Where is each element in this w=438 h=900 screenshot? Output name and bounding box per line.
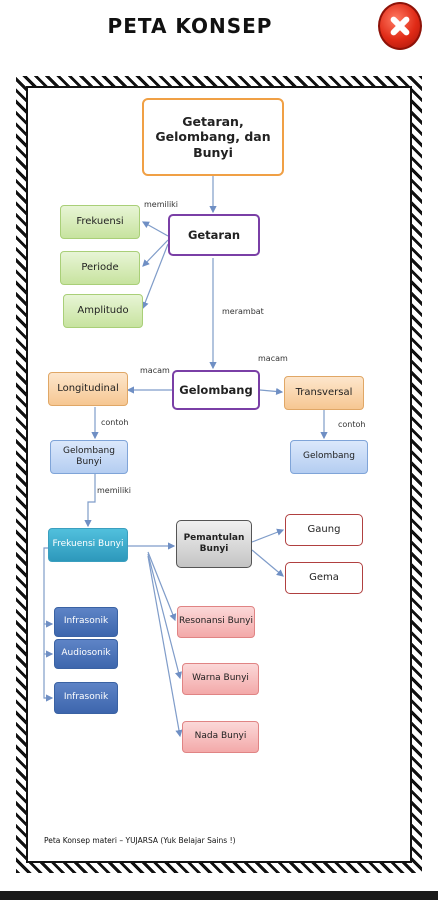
page-title: PETA KONSEP — [107, 14, 273, 38]
edge-getaran-amplitudo — [141, 243, 169, 310]
label-memiliki: memiliki — [144, 200, 179, 209]
edge-gelombangbunyi-frekuensi — [84, 474, 96, 528]
node-amplitudo: Amplitudo — [63, 294, 143, 328]
bottom-bar — [0, 891, 438, 900]
node-ultrasonik: Infrasonik — [54, 682, 118, 714]
node-gelombang-bunyi: Gelombang Bunyi — [50, 440, 128, 474]
node-audiosonik: Audiosonik — [54, 639, 118, 669]
node-root: Getaran, Gelombang, dan Bunyi — [142, 98, 284, 176]
node-pemantulan-bunyi: Pemantulan Bunyi — [176, 520, 252, 568]
edge-getaran-periode — [142, 239, 169, 267]
node-frekuensi: Frekuensi — [60, 205, 140, 239]
decorative-border — [16, 76, 422, 873]
close-icon[interactable] — [378, 2, 422, 50]
label-contoh-right: contoh — [338, 420, 366, 429]
node-gema: Gema — [285, 562, 363, 594]
node-transversal: Transversal — [284, 376, 364, 410]
edge-frekuensi-sub — [43, 547, 52, 699]
label-macam-right: macam — [258, 354, 288, 363]
label-memiliki-bunyi: memiliki — [97, 486, 132, 495]
edge-frekuensi-warna — [147, 553, 182, 680]
node-gelombang: Gelombang — [172, 370, 260, 410]
label-merambat: merambat — [222, 307, 264, 316]
node-resonansi-bunyi: Resonansi Bunyi — [177, 606, 255, 638]
node-frekuensi-bunyi: Frekuensi Bunyi — [48, 528, 128, 562]
edge-pemantulan-gaung — [251, 528, 285, 543]
edge-frekuensi-nada — [147, 555, 183, 738]
edge-pemantulan-gema — [251, 549, 284, 577]
edge-frekuensi-resonansi — [147, 551, 177, 622]
node-nada-bunyi: Nada Bunyi — [182, 721, 259, 753]
edge-getaran-frekuensi — [141, 221, 169, 237]
diagram-footer-note: Peta Konsep materi – YUJARSA (Yuk Belaja… — [44, 836, 236, 845]
node-gelombang-transversal: Gelombang — [290, 440, 368, 474]
node-warna-bunyi: Warna Bunyi — [182, 663, 259, 695]
node-longitudinal: Longitudinal — [48, 372, 128, 406]
node-getaran: Getaran — [168, 214, 260, 256]
label-macam-left: macam — [140, 366, 170, 375]
node-periode: Periode — [60, 251, 140, 285]
node-gaung: Gaung — [285, 514, 363, 546]
label-contoh-left: contoh — [101, 418, 129, 427]
node-infrasonik: Infrasonik — [54, 607, 118, 637]
edge-gelombang-transversal — [259, 387, 284, 396]
